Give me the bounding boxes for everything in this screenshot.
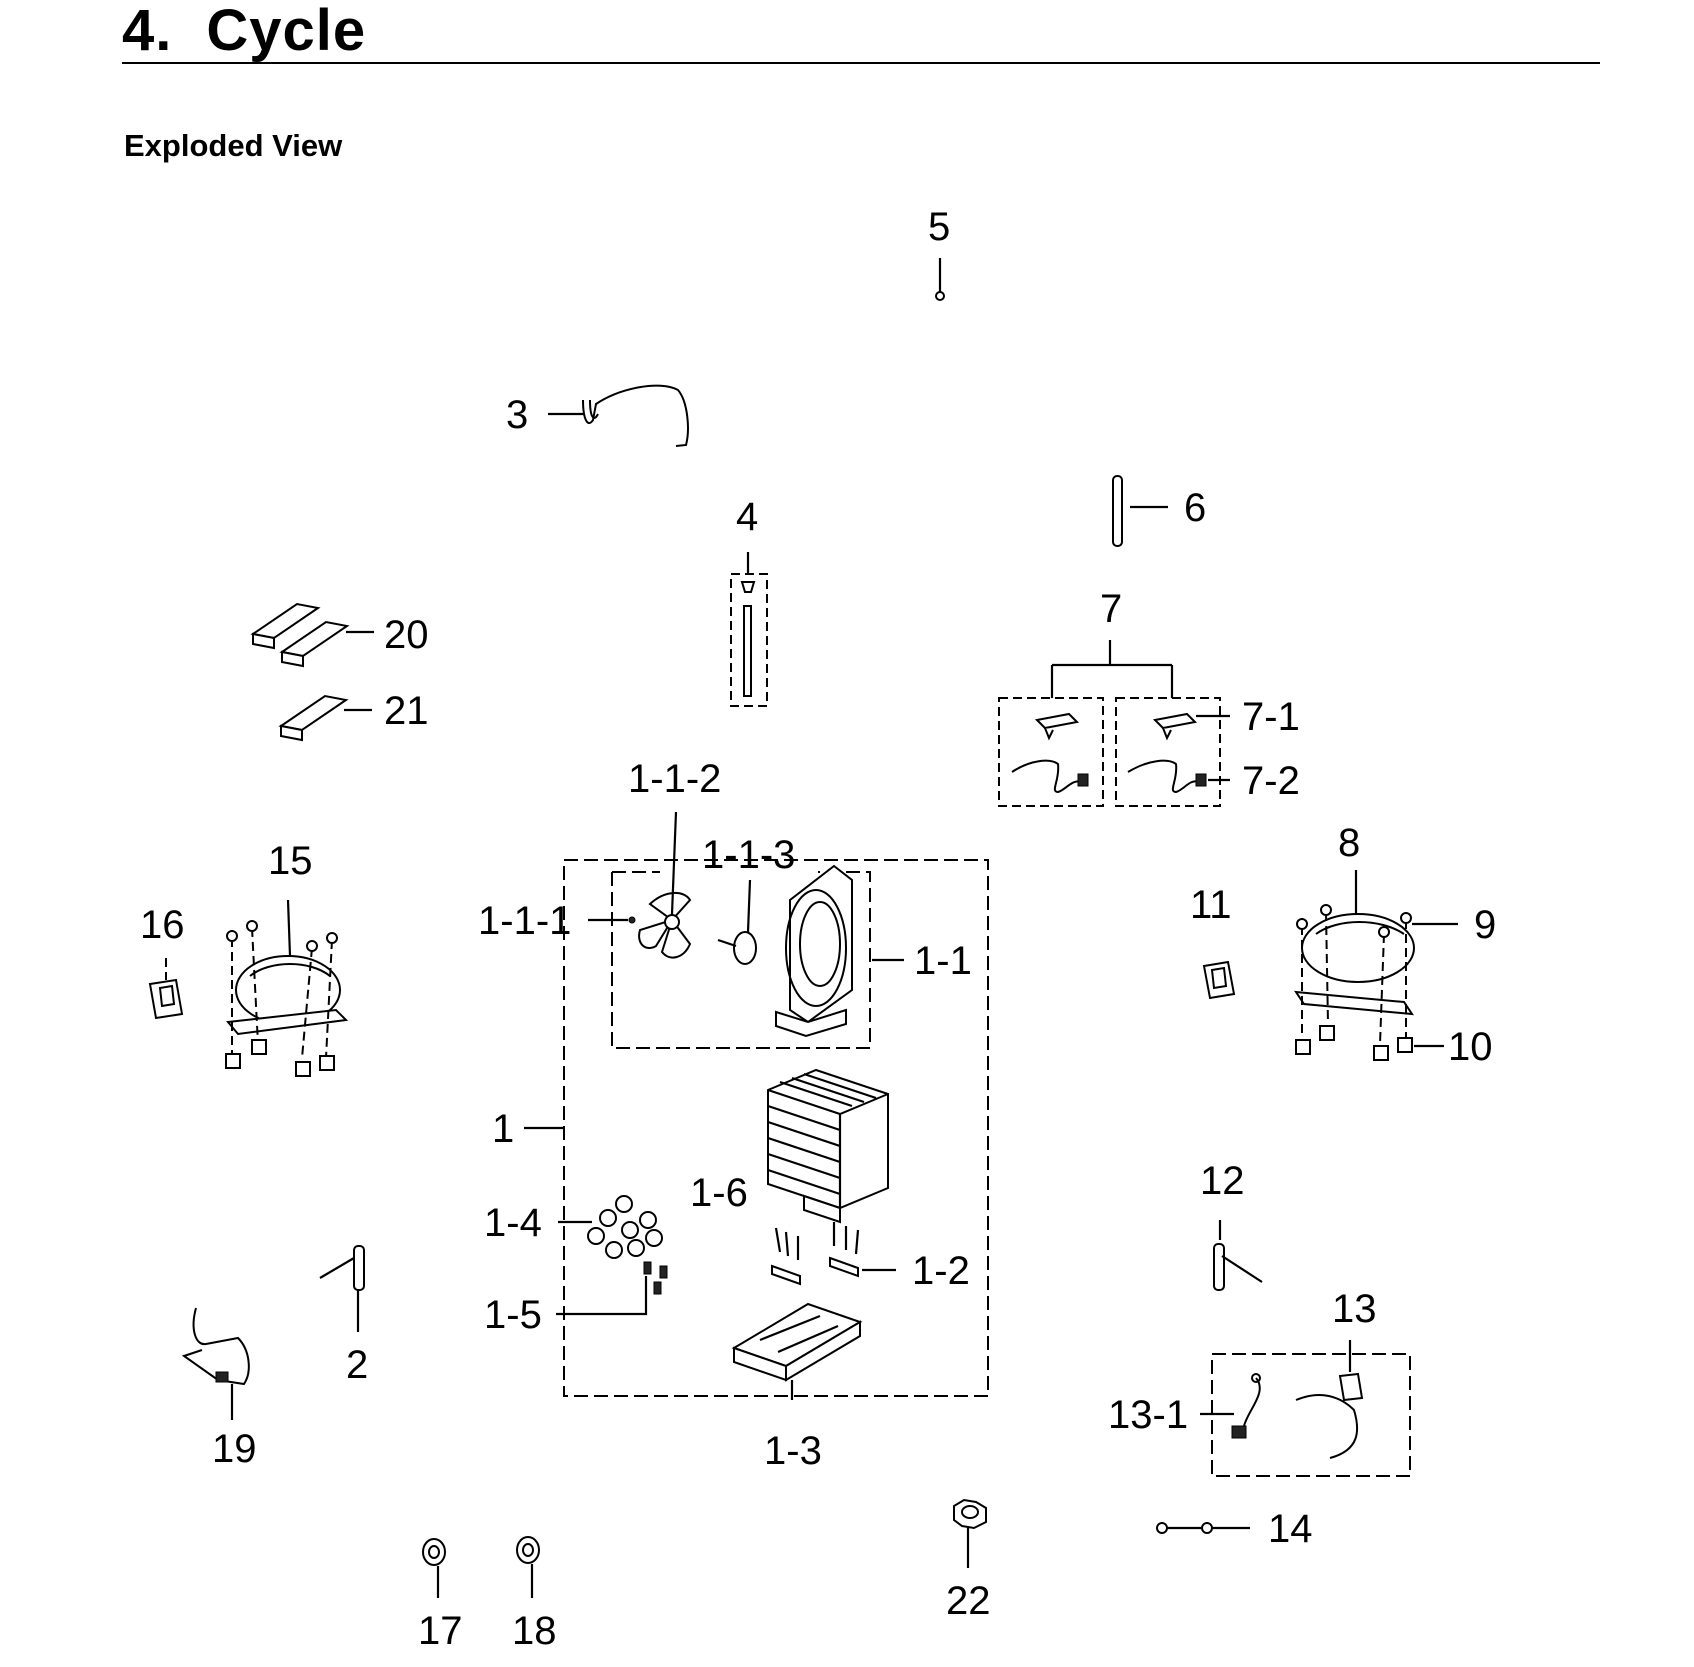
part-6 [1112, 475, 1168, 547]
callout-10: 10 [1448, 1025, 1493, 1069]
callout-15: 15 [268, 839, 313, 883]
subtitle: Exploded View [124, 128, 343, 163]
part-2 [319, 1245, 365, 1332]
callout-12: 12 [1200, 1159, 1245, 1203]
callout-11: 11 [1190, 883, 1232, 927]
part-3 [548, 384, 689, 447]
part-11 [1202, 960, 1236, 1000]
callout-7: 7 [1100, 587, 1122, 631]
part-12 [1213, 1220, 1263, 1291]
section-number: 4. [122, 0, 173, 63]
part-14 [1156, 1522, 1250, 1534]
callout-3: 3 [506, 393, 528, 437]
part-1-4 [558, 1195, 663, 1259]
part-1-5 [556, 1261, 668, 1316]
callout-4: 4 [736, 495, 758, 539]
callout-7-2: 7-2 [1242, 759, 1300, 803]
callout-1-1-2: 1-1-2 [628, 757, 721, 801]
part-13 [1200, 1340, 1411, 1477]
part-16 [148, 958, 184, 1020]
callout-17: 17 [418, 1609, 463, 1653]
callout-21: 21 [384, 689, 429, 733]
title-rule [122, 62, 1600, 64]
callout-1-1-3: 1-1-3 [702, 833, 795, 877]
part-1-1 [588, 811, 904, 1049]
callout-13: 13 [1332, 1287, 1377, 1331]
part-1-2 [771, 1222, 896, 1286]
part-7 [998, 640, 1230, 807]
callout-16: 16 [140, 903, 185, 947]
page-title: 4. Cycle [122, 0, 366, 62]
callout-19: 19 [212, 1427, 257, 1471]
callout-1-4: 1-4 [484, 1201, 542, 1245]
section-title: Cycle [206, 0, 367, 63]
callout-9: 9 [1474, 903, 1496, 947]
callout-1-6: 1-6 [690, 1171, 748, 1215]
callout-14: 14 [1268, 1507, 1313, 1551]
callout-1-1: 1-1 [914, 939, 972, 983]
part-1 [524, 859, 989, 1397]
part-19 [181, 1307, 250, 1420]
part-8 [1294, 870, 1458, 1061]
callout-5: 5 [928, 205, 950, 249]
part-20 [250, 602, 374, 668]
callout-20: 20 [384, 613, 429, 657]
callout-13-1: 13-1 [1108, 1393, 1188, 1437]
part-22 [953, 1498, 987, 1568]
part-17 [422, 1538, 446, 1598]
evaporator [767, 1068, 889, 1224]
callout-7-1: 7-1 [1242, 695, 1300, 739]
part-5 [935, 258, 945, 301]
part-21 [278, 694, 372, 742]
callout-6: 6 [1184, 486, 1206, 530]
callout-2: 2 [346, 1343, 368, 1387]
callout-18: 18 [512, 1609, 557, 1653]
part-18 [516, 1536, 540, 1598]
callout-1: 1 [492, 1107, 514, 1151]
callout-22: 22 [946, 1579, 991, 1623]
part-4 [730, 552, 768, 707]
part-1-3 [731, 1302, 863, 1400]
callout-8: 8 [1338, 821, 1360, 865]
callout-1-3: 1-3 [764, 1429, 822, 1473]
part-15 [225, 899, 349, 1077]
callout-1-5: 1-5 [484, 1293, 542, 1337]
callout-1-1-1: 1-1-1 [478, 899, 571, 943]
callout-1-2: 1-2 [912, 1249, 970, 1293]
